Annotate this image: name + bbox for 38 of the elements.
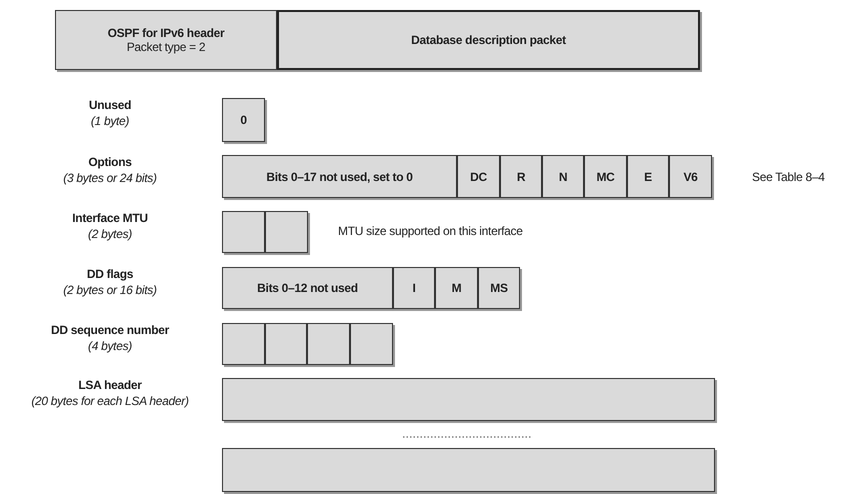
field-size: (1 byte)	[90, 114, 130, 128]
field-cell	[222, 378, 715, 421]
note-text: See Table 8–4	[752, 170, 825, 184]
field-cell: 0	[222, 98, 265, 142]
field-cell	[307, 323, 350, 365]
field-size: (4 bytes)	[87, 339, 133, 353]
packet-section-box: Database description packet	[277, 10, 700, 70]
field-cell: MS	[478, 267, 520, 309]
field-cell: V6	[669, 155, 712, 198]
field-name: Options	[87, 155, 133, 169]
field-size: (2 bytes)	[87, 227, 133, 241]
field-cell: I	[393, 267, 435, 309]
field-name: Interface MTU	[71, 211, 149, 225]
field-cell	[222, 211, 265, 253]
field-cell	[265, 323, 307, 365]
box-title: OSPF for IPv6 header	[108, 26, 224, 40]
field-cell: Bits 0–17 not used, set to 0	[222, 155, 457, 198]
header-box	[55, 10, 277, 70]
field-name: LSA header	[77, 378, 143, 392]
field-size: (2 bytes or 16 bits)	[62, 283, 158, 297]
field-cell	[222, 448, 715, 492]
field-cell: E	[627, 155, 669, 198]
field-name: DD flags	[86, 267, 134, 281]
field-cell: M	[435, 267, 478, 309]
field-cell: R	[500, 155, 542, 198]
field-cell	[350, 323, 393, 365]
field-size: (3 bytes or 24 bits)	[62, 171, 158, 185]
field-cell: Bits 0–12 not used	[222, 267, 393, 309]
field-cell	[222, 323, 265, 365]
box-subtitle: Packet type = 2	[126, 40, 206, 54]
field-name: Unused	[88, 98, 132, 112]
field-cell	[265, 211, 308, 253]
field-cell: MC	[584, 155, 627, 198]
field-name: DD sequence number	[50, 323, 170, 337]
note-text: MTU size supported on this interface	[338, 224, 523, 238]
field-cell: N	[542, 155, 584, 198]
field-size: (20 bytes for each LSA header)	[30, 394, 190, 408]
field-cell: DC	[457, 155, 500, 198]
